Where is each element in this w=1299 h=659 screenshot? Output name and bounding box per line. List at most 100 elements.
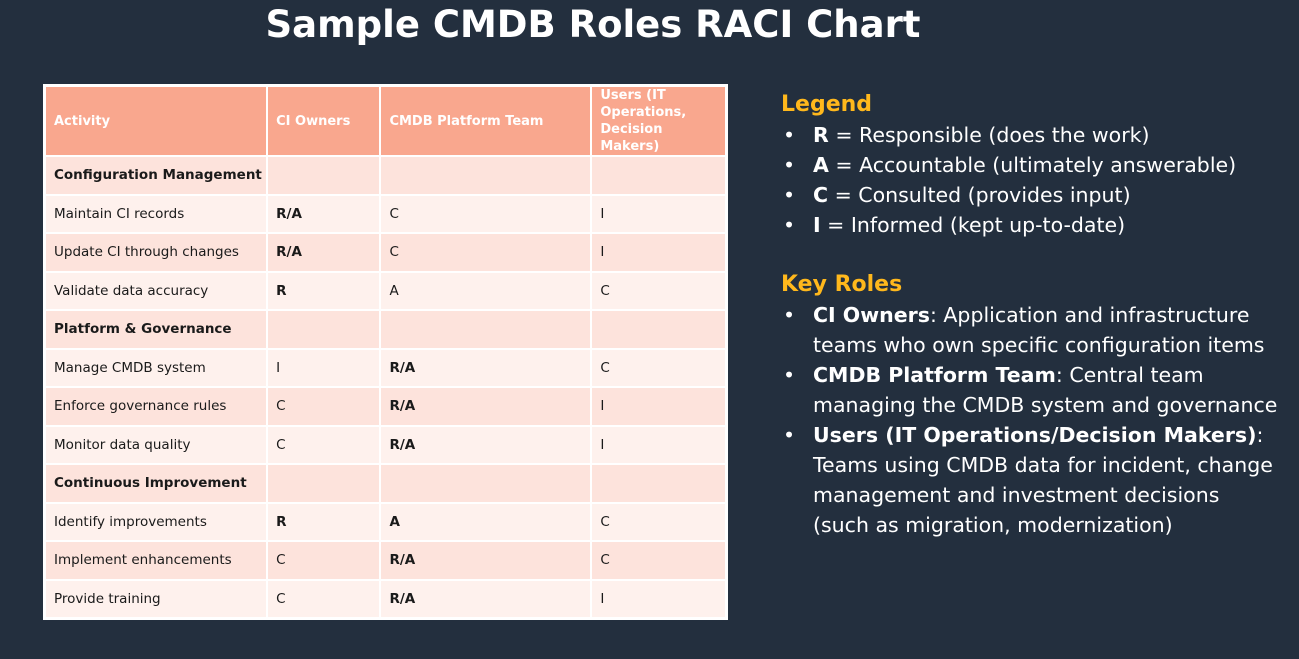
raci-cell: I (590, 386, 727, 427)
side-panel: Legend •R = Responsible (does the work)•… (781, 90, 1281, 540)
section-row: Configuration Management (43, 155, 727, 196)
raci-cell: R/A (266, 232, 382, 273)
activity-cell: Monitor data quality (43, 424, 269, 465)
header-ci-owners: CI Owners (266, 85, 382, 157)
role-item: • CI Owners: Application and infrastructu… (781, 300, 1281, 360)
raci-cell (266, 463, 382, 504)
legend-description: = Informed (kept up-to-date) (820, 213, 1126, 237)
raci-cell (590, 463, 727, 504)
bullet-icon: • (783, 363, 796, 387)
legend-item: • A = Accountable (ultimately answerable) (781, 150, 1281, 180)
header-cmdb-platform-team: CMDB Platform Team (379, 85, 593, 157)
raci-cell (266, 309, 382, 350)
raci-table: Activity CI Owners CMDB Platform Team Us… (43, 85, 727, 619)
page-title: Sample CMDB Roles RACI Chart (265, 3, 921, 46)
raci-cell (266, 155, 382, 196)
raci-cell (379, 309, 593, 350)
activity-cell: Provide training (43, 578, 269, 619)
raci-cell: R/A (379, 578, 593, 619)
role-key: Users (IT Operations/Decision Makers) (813, 423, 1257, 447)
raci-cell: R (266, 270, 382, 311)
raci-cell: A (379, 501, 593, 542)
activity-cell: Maintain CI records (43, 193, 269, 234)
raci-cell: C (266, 540, 382, 581)
raci-cell (379, 463, 593, 504)
raci-cell: C (379, 232, 593, 273)
header-activity: Activity (43, 85, 269, 157)
raci-cell: C (266, 386, 382, 427)
raci-cell: C (590, 501, 727, 542)
role-description: : Teams using CMDB data for incident, ch… (813, 423, 1273, 537)
raci-cell: C (379, 193, 593, 234)
legend-description: = Consulted (provides input) (828, 183, 1131, 207)
section-row: Platform & Governance (43, 309, 727, 350)
key-roles-list: • CI Owners: Application and infrastructu… (781, 300, 1281, 540)
activity-cell: Enforce governance rules (43, 386, 269, 427)
raci-cell: A (379, 270, 593, 311)
activity-cell: Identify improvements (43, 501, 269, 542)
legend-list: • R = Responsible (does the work) • A = Acc… (781, 120, 1281, 240)
legend-item: • R = Responsible (does the work) (781, 120, 1281, 150)
section-row: Continuous Improvement (43, 463, 727, 504)
section-label: Platform & Governance (43, 309, 269, 350)
raci-cell: C (266, 424, 382, 465)
role-item: • CMDB Platform Team: Central team managi… (781, 360, 1281, 420)
raci-cell: R/A (379, 424, 593, 465)
legend-key: C (813, 183, 829, 207)
bullet-icon: • (783, 183, 796, 207)
raci-cell: I (590, 193, 727, 234)
raci-cell (590, 155, 727, 196)
raci-cell (590, 309, 727, 350)
legend-description: = Responsible (does the work) (828, 123, 1150, 147)
activity-cell: Update CI through changes (43, 232, 269, 273)
legend-item: • I = Informed (kept up-to-date) (781, 210, 1281, 240)
bullet-icon: • (783, 213, 796, 237)
raci-cell: I (590, 424, 727, 465)
activity-cell: Validate data accuracy (43, 270, 269, 311)
role-key: CMDB Platform Team (813, 363, 1056, 387)
legend-heading: Legend (781, 92, 873, 117)
raci-cell: I (266, 347, 382, 388)
raci-cell: C (590, 347, 727, 388)
raci-cell: C (590, 540, 727, 581)
raci-cell: R/A (379, 347, 593, 388)
raci-cell: R (266, 501, 382, 542)
bullet-icon: • (783, 303, 796, 327)
bullet-icon: • (783, 153, 796, 177)
raci-cell: R/A (379, 386, 593, 427)
raci-cell: I (590, 578, 727, 619)
raci-cell: C (266, 578, 382, 619)
legend-item: • C = Consulted (provides input) (781, 180, 1281, 210)
role-item: • Users (IT Operations/Decision Makers): … (781, 420, 1281, 540)
raci-table-container: Activity CI Owners CMDB Platform Team Us… (43, 84, 728, 620)
raci-cell: R/A (266, 193, 382, 234)
key-roles-heading: Key Roles (781, 272, 903, 297)
header-users: Users (IT Operations, Decision Makers) (590, 85, 727, 157)
role-description: : Central team managing the CMDB system … (813, 363, 1278, 417)
role-description: : Application and infrastructure teams w… (813, 303, 1265, 357)
role-key: CI Owners (813, 303, 930, 327)
raci-cell: I (590, 232, 727, 273)
activity-cell: Manage CMDB system (43, 347, 269, 388)
raci-cell: R/A (379, 540, 593, 581)
raci-cell: C (590, 270, 727, 311)
section-label: Configuration Management (43, 155, 269, 196)
legend-key: A (813, 153, 829, 177)
bullet-icon: • (783, 423, 796, 447)
activity-cell: Implement enhancements (43, 540, 269, 581)
bullet-icon: • (783, 123, 796, 147)
legend-key: I (813, 213, 821, 237)
raci-cell (379, 155, 593, 196)
legend-description: = Accountable (ultimately answerable) (828, 153, 1237, 177)
legend-key: R (813, 123, 829, 147)
